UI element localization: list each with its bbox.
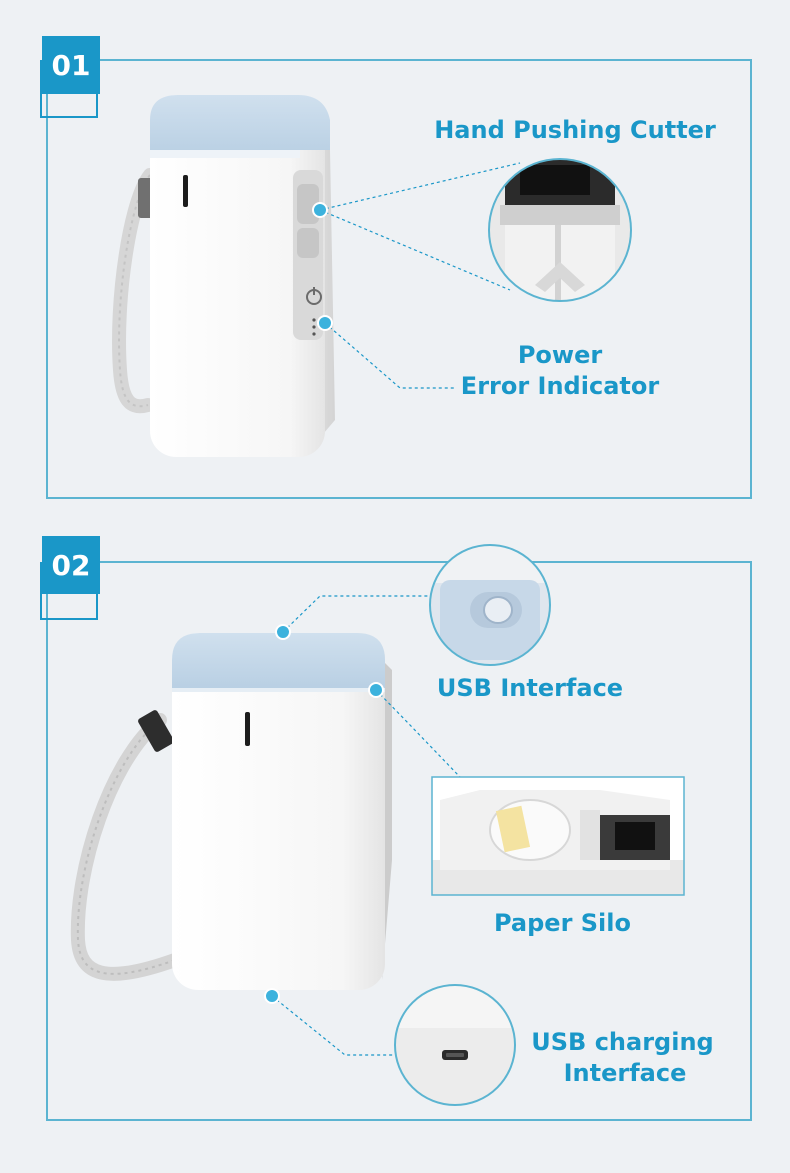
hand-pushing-cutter-label: Hand Pushing Cutter bbox=[434, 116, 716, 144]
usb-interface-detail bbox=[429, 544, 551, 666]
section-1-callout-lines bbox=[319, 162, 521, 389]
error-indicator-label: Error Indicator bbox=[460, 372, 660, 400]
usb-charging-label: USB charging bbox=[531, 1028, 714, 1056]
printer-front-view bbox=[70, 633, 392, 990]
power-label: Power bbox=[517, 341, 603, 369]
paper-silo-detail bbox=[431, 776, 685, 896]
section-1-badge: 01 bbox=[42, 36, 100, 94]
usb-charging-detail bbox=[394, 984, 516, 1106]
indicator-marker bbox=[317, 315, 333, 331]
cutter-marker bbox=[312, 202, 328, 218]
section-2-panel bbox=[46, 561, 752, 1121]
paper-silo-label: Paper Silo bbox=[493, 909, 631, 937]
section-1-panel bbox=[46, 59, 752, 499]
usb-charging-interface-label: Interface bbox=[563, 1059, 687, 1087]
section-2-badge: 02 bbox=[42, 536, 100, 594]
cutter-icon bbox=[535, 262, 585, 292]
section-2-callout-lines bbox=[271, 595, 461, 1056]
paper-silo-marker bbox=[368, 682, 384, 698]
usb-port-icon bbox=[483, 596, 513, 624]
printer-side-view bbox=[112, 95, 335, 457]
charging-marker bbox=[264, 988, 280, 1004]
usb-interface-label: USB Interface bbox=[436, 674, 624, 702]
cutter-detail bbox=[488, 158, 632, 302]
usb-interface-marker bbox=[275, 624, 291, 640]
